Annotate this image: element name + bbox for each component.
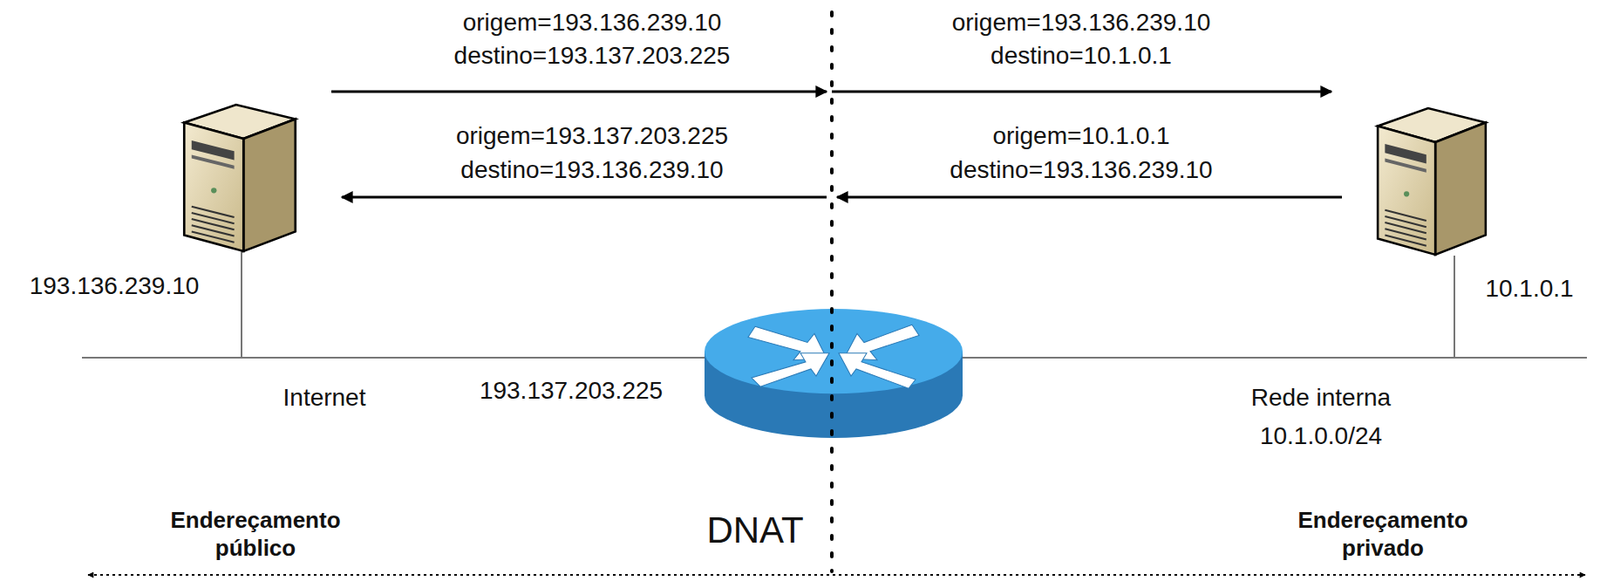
flow-arrow — [341, 196, 827, 199]
network-name: Internet — [283, 382, 367, 413]
network-address: 10.1.0.0/24 — [1259, 421, 1383, 451]
packet-header: destino=193.137.203.225 — [454, 40, 731, 71]
server: 193.136.239.10 — [180, 101, 300, 255]
server: 10.1.0.1 — [1374, 104, 1490, 259]
router-icon — [702, 306, 965, 440]
ip-address: 10.1.0.1 — [1484, 273, 1573, 304]
server-icon — [180, 101, 300, 255]
packet-header: origem=193.137.203.225 — [456, 121, 729, 151]
packet-header: origem=10.1.0.1 — [992, 121, 1170, 151]
packet-header: origem=193.136.239.10 — [952, 7, 1212, 38]
packet-header: destino=10.1.0.1 — [990, 40, 1172, 71]
router: 193.137.203.225 — [702, 306, 965, 440]
addressing-label: Endereçamento público — [146, 505, 365, 562]
drop-line — [1453, 255, 1456, 358]
server-icon — [1374, 104, 1490, 259]
packet-header: origem=193.136.239.10 — [462, 7, 722, 38]
ip-address: 193.137.203.225 — [479, 375, 663, 406]
packet-header: destino=193.136.239.10 — [949, 155, 1212, 185]
network-name: Rede interna — [1251, 382, 1391, 413]
flow-arrow — [837, 196, 1342, 199]
drop-line — [240, 250, 243, 358]
addressing-arrow — [88, 573, 1586, 576]
ip-address: 193.136.239.10 — [29, 271, 200, 301]
nat-type: DNAT — [706, 509, 804, 552]
flow-arrow — [331, 90, 827, 94]
addressing-label: Endereçamento privado — [1273, 505, 1492, 562]
flow-arrow — [831, 90, 1332, 94]
packet-header: destino=193.136.239.10 — [460, 155, 723, 185]
